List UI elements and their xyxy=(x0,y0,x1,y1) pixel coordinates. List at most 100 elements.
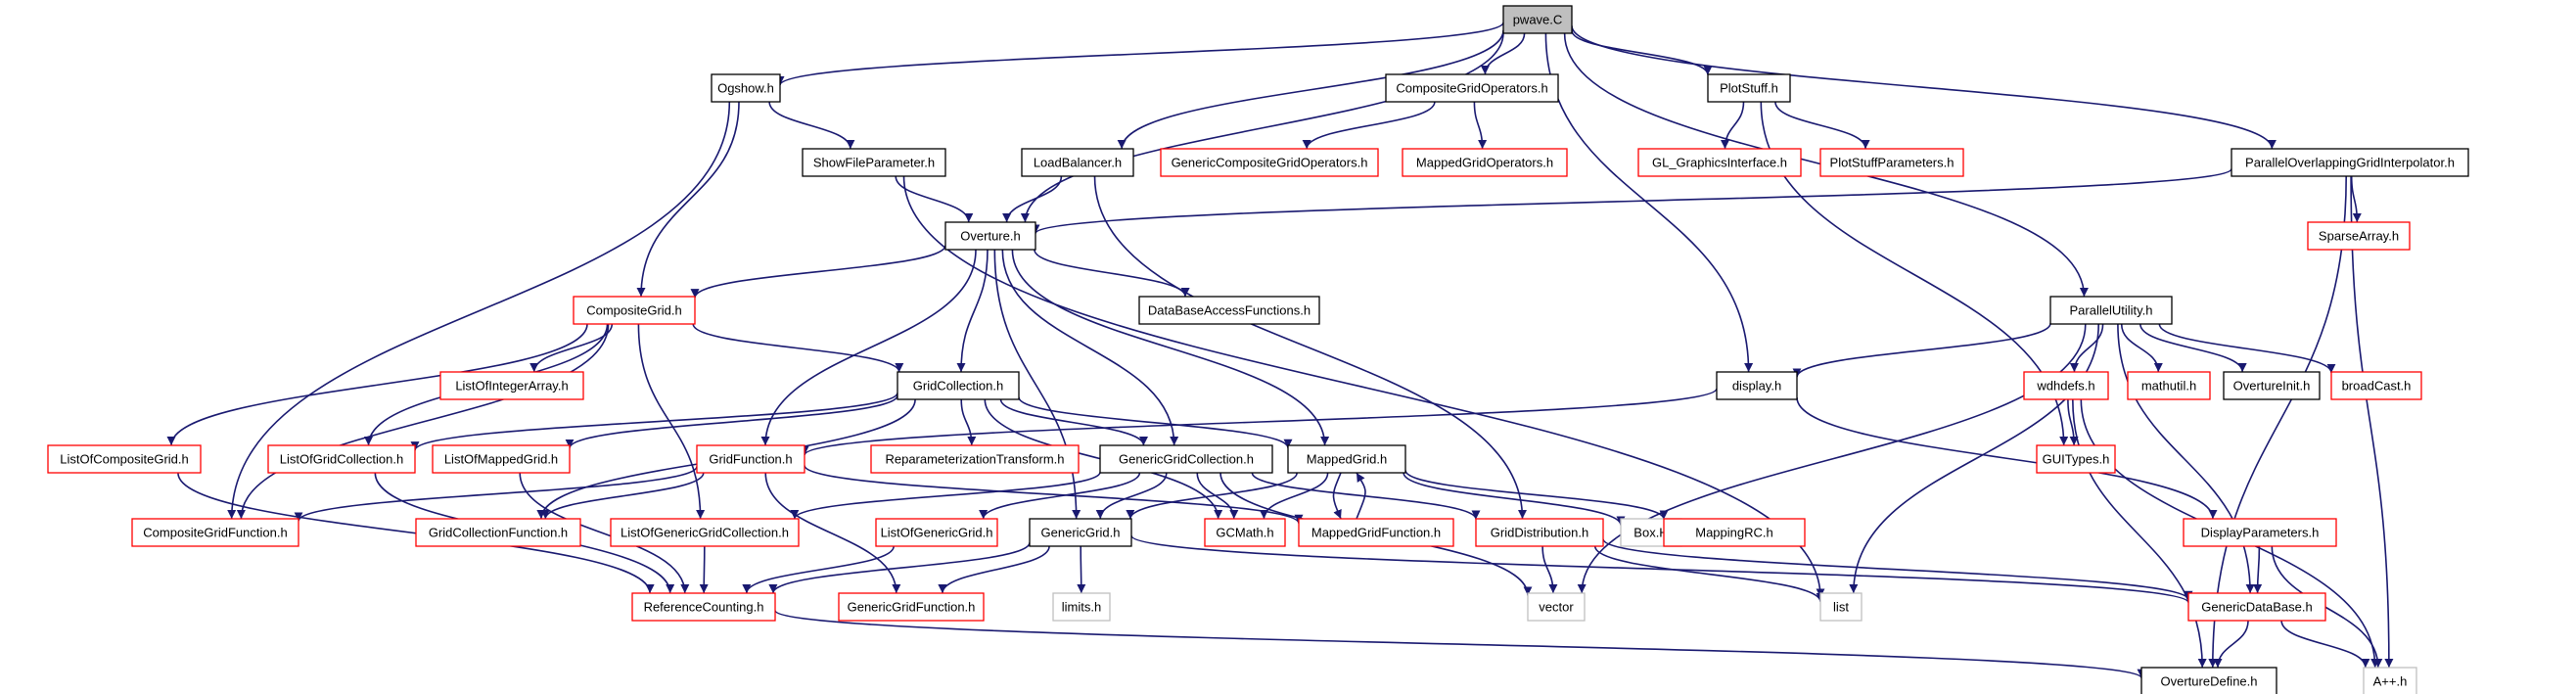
edge-logg-to-refcount xyxy=(742,545,895,594)
node-label: GenericGridCollection.h xyxy=(1119,452,1254,467)
edge-parutil-to-broadcast xyxy=(2158,323,2336,374)
node-ovdefine[interactable]: OvertureDefine.h xyxy=(2140,667,2277,694)
node-ogshow[interactable]: Ogshow.h xyxy=(711,73,781,103)
node-gdb[interactable]: GenericDataBase.h xyxy=(2187,592,2326,622)
edge-gridcoll-to-mappedgrid xyxy=(1018,396,1293,449)
node-box xyxy=(573,296,696,325)
node-plotstuff[interactable]: PlotStuff.h xyxy=(1707,73,1791,103)
node-ovinit[interactable]: OvertureInit.h xyxy=(2223,371,2321,400)
node-dispparams[interactable]: DisplayParameters.h xyxy=(2183,518,2337,547)
edge-gridfunc-to-gcf xyxy=(540,472,705,520)
node-refcount[interactable]: ReferenceCounting.h xyxy=(631,592,776,622)
node-logc[interactable]: ListOfGridCollection.h xyxy=(267,444,416,474)
node-logg[interactable]: ListOfGenericGrid.h xyxy=(875,518,998,547)
node-overture[interactable]: Overture.h xyxy=(944,221,1036,251)
node-box xyxy=(2187,592,2326,622)
node-display[interactable]: display.h xyxy=(1716,371,1798,400)
node-gcgo[interactable]: GenericCompositeGridOperators.h xyxy=(1160,148,1379,177)
node-parutil[interactable]: ParallelUtility.h xyxy=(2049,296,2173,325)
node-label: MappedGrid.h xyxy=(1307,452,1387,467)
node-sparse[interactable]: SparseArray.h xyxy=(2307,221,2411,251)
node-reparam[interactable]: ReparameterizationTransform.h xyxy=(870,444,1080,474)
edge-ogshow-to-compgrid xyxy=(636,101,740,298)
edge-compgrid-to-cgf xyxy=(236,323,610,520)
node-label: MappingRC.h xyxy=(1695,526,1773,540)
node-guitypes[interactable]: GUITypes.h xyxy=(2036,444,2116,474)
node-label: GL_GraphicsInterface.h xyxy=(1652,156,1787,170)
node-gcf[interactable]: GridCollectionFunction.h xyxy=(415,518,581,547)
edge-mappedgrid-to-mappingrc xyxy=(1404,470,1669,520)
node-label: DataBaseAccessFunctions.h xyxy=(1148,303,1311,318)
edge-pogi-to-overture xyxy=(1031,167,2232,235)
node-locg[interactable]: ListOfCompositeGrid.h xyxy=(47,444,202,474)
node-box xyxy=(131,518,299,547)
node-mappingrc[interactable]: MappingRC.h xyxy=(1663,518,1806,547)
node-limits[interactable]: limits.h xyxy=(1052,592,1111,622)
node-griddist[interactable]: GridDistribution.h xyxy=(1475,518,1604,547)
node-pogi[interactable]: ParallelOverlappingGridInterpolator.h xyxy=(2231,148,2469,177)
node-broadcast[interactable]: broadCast.h xyxy=(2330,371,2422,400)
edge-parutil-to-wdhdefs xyxy=(2069,323,2104,373)
node-label: A++.h xyxy=(2373,674,2408,689)
edge-plotstuff-to-glgi xyxy=(1721,101,1745,150)
node-mgf[interactable]: MappedGridFunction.h xyxy=(1298,518,1454,547)
node-box xyxy=(1819,148,1964,177)
node-label: GridCollection.h xyxy=(913,379,1004,393)
node-vector[interactable]: vector xyxy=(1527,592,1586,622)
node-box xyxy=(631,592,776,622)
node-box xyxy=(1052,592,1111,622)
edges-layer xyxy=(166,22,2394,679)
node-box xyxy=(1475,518,1604,547)
node-label: GenericGridFunction.h xyxy=(848,600,976,615)
node-box xyxy=(1402,148,1568,177)
edge-pwave-to-plotstuff xyxy=(1571,30,1713,75)
node-label: DisplayParameters.h xyxy=(2201,526,2320,540)
node-box xyxy=(1819,592,1863,622)
node-box xyxy=(2049,296,2173,325)
node-mathutil[interactable]: mathutil.h xyxy=(2127,371,2211,400)
node-list[interactable]: list xyxy=(1819,592,1863,622)
edge-gridfunc-to-ggf xyxy=(764,472,901,594)
edge-compgrid-to-locg xyxy=(166,323,588,446)
node-box xyxy=(1385,73,1559,103)
edge-overture-to-dbaf xyxy=(1034,249,1190,298)
node-ggf[interactable]: GenericGridFunction.h xyxy=(838,592,985,622)
node-app[interactable]: A++.h xyxy=(2363,667,2417,694)
node-gridcoll[interactable]: GridCollection.h xyxy=(897,371,1020,400)
edge-ggc-to-genericgrid xyxy=(1095,472,1168,520)
edge-cgo-to-gcgo xyxy=(1302,101,1436,150)
node-glgi[interactable]: GL_GraphicsInterface.h xyxy=(1637,148,1802,177)
node-label: Overture.h xyxy=(960,229,1020,244)
node-mgo[interactable]: MappedGridOperators.h xyxy=(1402,148,1568,177)
node-gridfunc[interactable]: GridFunction.h xyxy=(696,444,805,474)
node-mappedgrid[interactable]: MappedGrid.h xyxy=(1287,444,1406,474)
node-compgrid[interactable]: CompositeGrid.h xyxy=(573,296,696,325)
node-label: display.h xyxy=(1732,379,1781,393)
node-loadbal[interactable]: LoadBalancer.h xyxy=(1021,148,1134,177)
node-label: ReparameterizationTransform.h xyxy=(885,452,1064,467)
edge-overture-to-gridcoll xyxy=(956,249,989,373)
node-label: MappedGridOperators.h xyxy=(1416,156,1553,170)
node-psp[interactable]: PlotStuffParameters.h xyxy=(1819,148,1964,177)
node-label: LoadBalancer.h xyxy=(1034,156,1122,170)
node-dbaf[interactable]: DataBaseAccessFunctions.h xyxy=(1138,296,1320,325)
node-showfile[interactable]: ShowFileParameter.h xyxy=(802,148,946,177)
node-gcmath[interactable]: GCMath.h xyxy=(1204,518,1286,547)
node-label: list xyxy=(1833,600,1849,615)
node-lomg[interactable]: ListOfMappedGrid.h xyxy=(432,444,571,474)
node-box xyxy=(610,518,800,547)
node-label: CompositeGridFunction.h xyxy=(143,526,287,540)
node-box xyxy=(944,221,1036,251)
edge-parutil-to-gdb xyxy=(2117,323,2255,594)
node-cgf[interactable]: CompositeGridFunction.h xyxy=(131,518,299,547)
node-loia[interactable]: ListOfIntegerArray.h xyxy=(439,371,584,400)
node-pwave[interactable]: pwave.C xyxy=(1502,5,1573,34)
edge-mappedgrid-to-boxh xyxy=(1403,472,1626,526)
node-genericgrid[interactable]: GenericGrid.h xyxy=(1029,518,1132,547)
node-label: mathutil.h xyxy=(2141,379,2196,393)
node-ggc[interactable]: GenericGridCollection.h xyxy=(1099,444,1273,474)
node-loggc[interactable]: ListOfGenericGridCollection.h xyxy=(610,518,800,547)
node-wdhdefs[interactable]: wdhdefs.h xyxy=(2023,371,2109,400)
node-cgo[interactable]: CompositeGridOperators.h xyxy=(1385,73,1559,103)
